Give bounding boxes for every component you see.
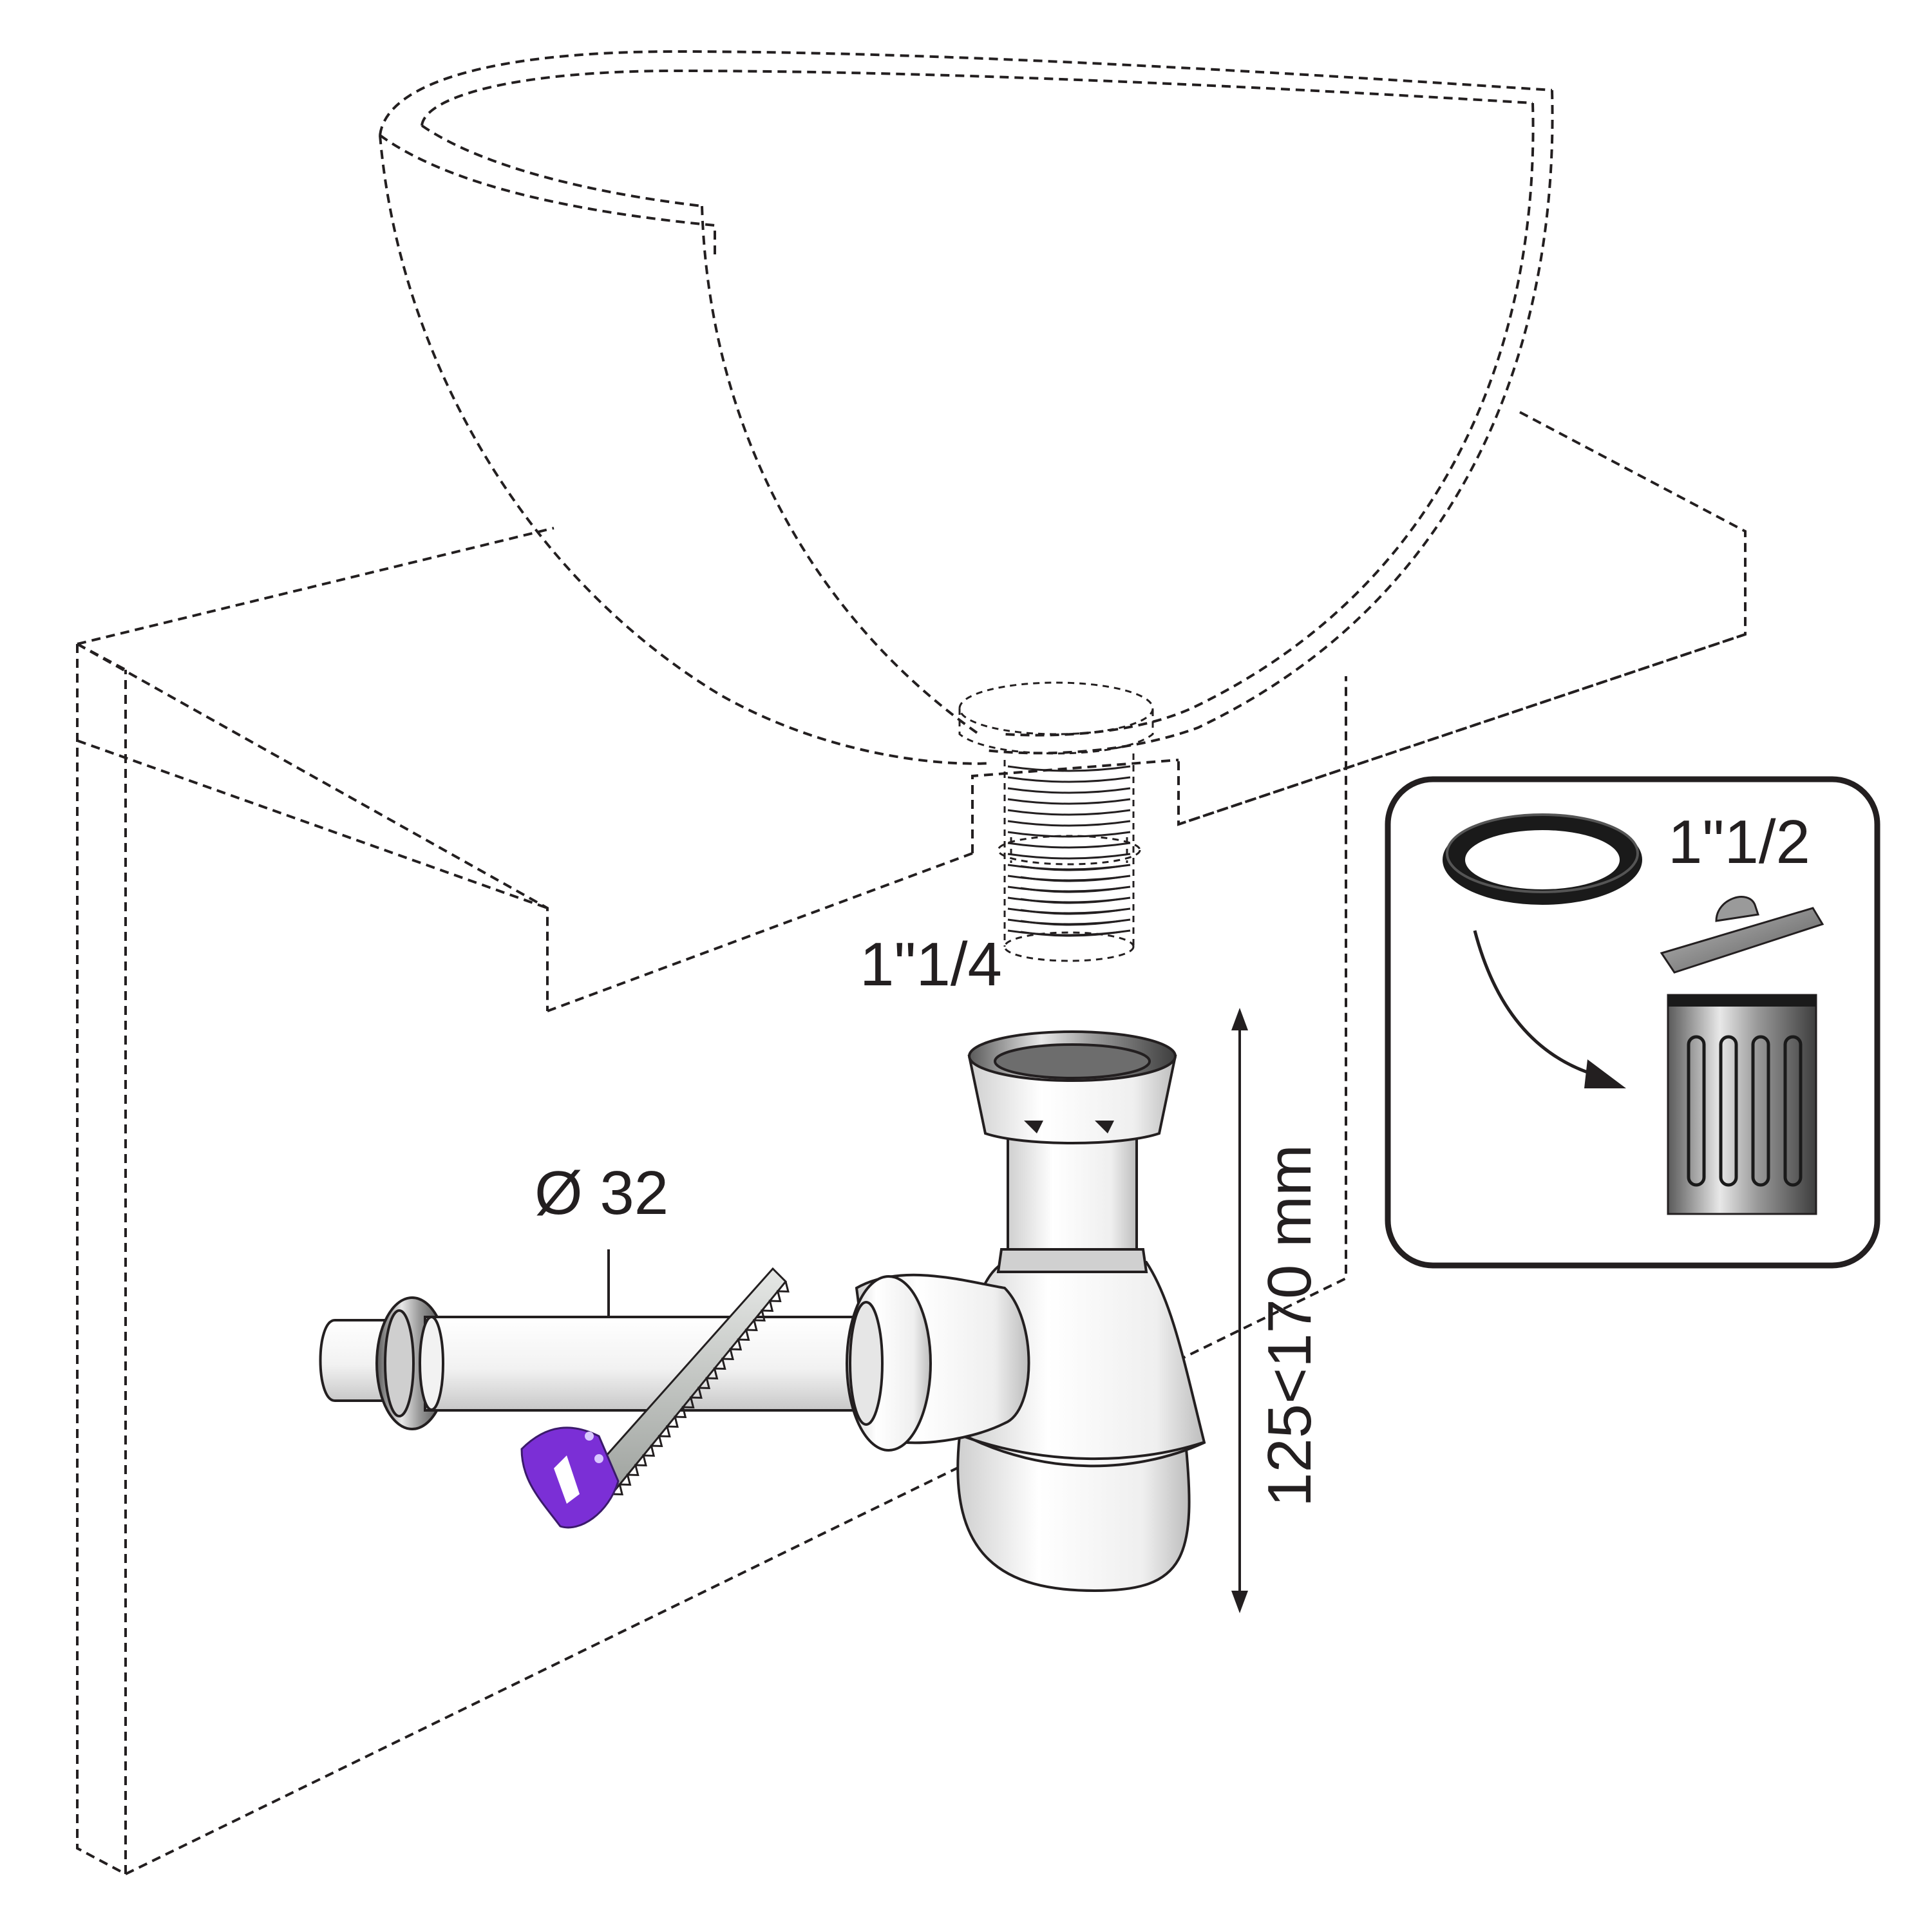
outlet-pipe (319, 1296, 864, 1430)
gasket-ring-icon (1443, 813, 1642, 905)
trap-height-label: 125<170 mm (1255, 1144, 1324, 1507)
wall-outline (76, 643, 1347, 1877)
bottle-trap (846, 1030, 1206, 1593)
seal-size-label: 1"1/2 (1668, 808, 1810, 876)
drain-thread-label: 1"1/4 (860, 930, 1002, 999)
trash-bin-icon (1660, 896, 1824, 1215)
discard-arrow-icon (1473, 930, 1626, 1088)
seal-discard-panel: 1"1/2 (1385, 776, 1880, 1269)
drain-plug (958, 681, 1154, 962)
basin-outline (379, 50, 1554, 765)
drain-threads (1007, 765, 1131, 937)
pipe-diameter-label: Ø 32 (535, 1159, 668, 1227)
height-dimension-line (1231, 1008, 1248, 1613)
countertop-outline (77, 411, 1747, 1012)
hand-saw-icon (520, 1267, 790, 1529)
